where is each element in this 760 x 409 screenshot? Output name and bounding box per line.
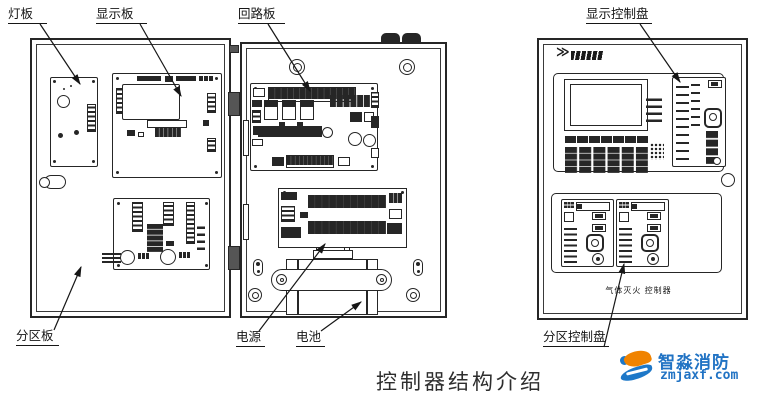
- callout-battery: 电池: [296, 330, 325, 347]
- function-key-row: [565, 136, 648, 143]
- watermark: 智淼消防 zmjaxf.com: [619, 345, 755, 391]
- door-latch-knob: [39, 177, 50, 188]
- display-cutout: [122, 84, 180, 120]
- vent-slots-row2: [308, 221, 386, 234]
- lock-pin: [413, 259, 423, 276]
- screw-icon: [289, 59, 305, 75]
- lamp-board-connector: [87, 104, 96, 132]
- callout-power-supply: 电源: [236, 330, 265, 347]
- screw-icon: [406, 288, 420, 302]
- watermark-logo-icon: [619, 347, 654, 383]
- watermark-brand: 智淼消防: [658, 353, 730, 372]
- door-hinge-bottom: [228, 246, 240, 270]
- callout-zone-board: 分区板: [16, 329, 59, 346]
- lamp-board-hole: [57, 95, 70, 108]
- zone-led-column: [619, 226, 632, 263]
- brand-logo-text: [571, 51, 603, 60]
- screw-icon: [399, 59, 415, 75]
- panel-print-label: 气体灭火 控制器: [605, 286, 672, 295]
- zone-window: [576, 202, 610, 211]
- callout-zone-control-panel: 分区控制盘: [543, 330, 609, 347]
- door-hinge-top: [228, 92, 240, 116]
- lcd-screen: [570, 84, 642, 126]
- diagram-title: 控制器结构介绍: [376, 370, 544, 394]
- vent-slots-row1: [308, 195, 386, 208]
- watermark-site: zmjaxf.com: [660, 368, 739, 383]
- capacitor: [348, 132, 362, 146]
- callout-loop-board: 回路板: [238, 7, 285, 24]
- cable-gland-2: [402, 33, 421, 43]
- zone-window: [631, 202, 665, 211]
- keypad: [565, 147, 648, 173]
- cable-gland-1: [381, 33, 400, 43]
- screw-icon: [376, 274, 387, 285]
- ribbon-connector: [155, 128, 181, 139]
- capacitor: [363, 134, 376, 147]
- callout-display-board: 显示板: [96, 7, 147, 24]
- callout-display-control-panel: 显示控制盘: [586, 7, 652, 24]
- zone-led-column: [564, 226, 577, 263]
- subpanel-button-column: [706, 131, 720, 164]
- sounder-left: [120, 250, 135, 265]
- brand-logo-icon: ≫: [556, 44, 570, 59]
- panel-hole: [721, 173, 735, 187]
- sounder-right: [160, 249, 176, 265]
- callout-lamp-board: 灯板: [8, 7, 47, 24]
- battery-bracket: [271, 269, 392, 291]
- status-led-labels: [646, 94, 662, 122]
- screw-icon: [248, 288, 262, 302]
- screw-icon: [276, 274, 287, 285]
- speaker-grill-icon: [650, 143, 664, 160]
